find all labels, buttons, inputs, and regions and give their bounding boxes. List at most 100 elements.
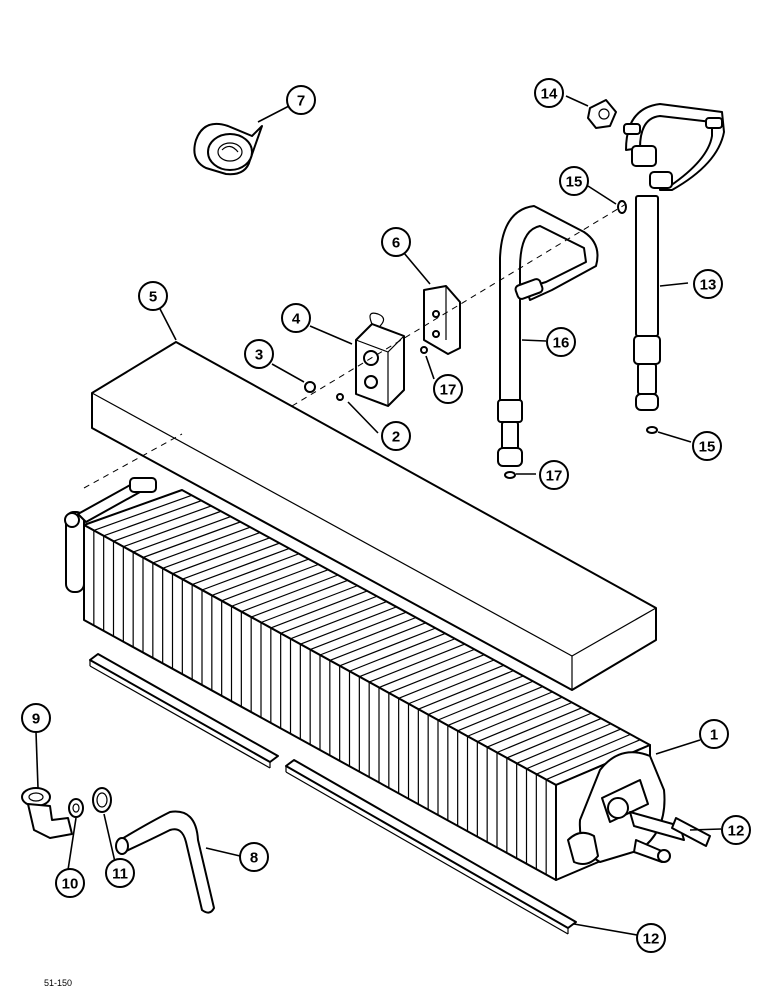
part-14-cap — [587, 99, 617, 129]
fin-top — [526, 728, 621, 770]
callout-label: 3 — [255, 347, 263, 364]
fin-top — [270, 590, 368, 629]
callout-label: 11 — [112, 866, 128, 883]
fin-top — [231, 569, 329, 607]
fin-top — [329, 622, 426, 661]
callout-label: 2 — [392, 429, 400, 446]
fin-top — [408, 664, 504, 705]
callout-c3: 3 — [244, 339, 274, 369]
callout-c15b: 15 — [692, 431, 722, 461]
fin-top — [83, 489, 183, 526]
callout-c15a: 15 — [559, 166, 589, 196]
fin-top — [516, 723, 612, 764]
part-8-drain-hose — [115, 810, 215, 914]
callout-c13: 13 — [693, 269, 723, 299]
part-6-bracket — [423, 285, 461, 355]
part-12-foam-strips — [89, 653, 711, 935]
callout-label: 16 — [553, 335, 570, 352]
callout-circle — [105, 858, 135, 888]
callout-c17a: 17 — [433, 374, 463, 404]
fin-top — [103, 500, 202, 537]
part-13-refrigerant-line — [623, 103, 725, 411]
callout-label: 10 — [62, 876, 79, 893]
fin-top — [437, 680, 534, 721]
fin-top — [496, 712, 592, 754]
fin-top — [339, 627, 436, 667]
callout-label: 14 — [541, 86, 558, 103]
callout-c9: 9 — [21, 703, 51, 733]
callout-c17b: 17 — [539, 460, 569, 490]
callout-label: 5 — [149, 289, 157, 306]
fin-top — [378, 648, 475, 689]
part-1-evaporator-core — [64, 477, 685, 881]
figure-id: 51-150 — [44, 978, 73, 988]
fin-top — [349, 632, 446, 672]
fin-top — [388, 654, 485, 694]
callout-circle — [21, 703, 51, 733]
callout-c16: 16 — [546, 327, 576, 357]
callout-c1: 1 — [699, 719, 729, 749]
fin-top — [191, 547, 290, 586]
part-9-elbow-fitting — [21, 787, 73, 839]
callout-c10: 10 — [55, 868, 85, 898]
callout-c8: 8 — [239, 842, 269, 872]
callout-c7: 7 — [286, 85, 316, 115]
fin-top — [427, 675, 524, 716]
callout-c12b: 12 — [636, 923, 666, 953]
fin-top — [447, 686, 543, 726]
callout-circle — [534, 78, 564, 108]
callout-c11: 11 — [105, 858, 135, 888]
callout-circle — [692, 431, 722, 461]
callout-circle — [636, 923, 666, 953]
leader-lines — [35, 95, 722, 936]
fin-top — [477, 701, 573, 743]
fin-top — [300, 606, 397, 645]
callout-circle — [721, 815, 751, 845]
callout-label: 12 — [643, 931, 660, 948]
fin-top — [457, 691, 553, 732]
fin-top — [211, 558, 309, 596]
fin-top — [172, 537, 270, 575]
fin-top — [201, 553, 300, 591]
callout-circle — [55, 868, 85, 898]
callout-circle — [244, 339, 274, 369]
fin-top — [260, 585, 358, 624]
callout-label: 8 — [250, 850, 258, 867]
fin-top — [93, 494, 192, 531]
fin-top — [506, 717, 602, 759]
callout-c4: 4 — [281, 303, 311, 333]
callout-circle — [559, 166, 589, 196]
callout-circle — [539, 460, 569, 490]
callout-circle — [693, 269, 723, 299]
alignment-lines — [83, 203, 627, 489]
callout-circle — [381, 421, 411, 451]
callout-c12a: 12 — [721, 815, 751, 845]
fin-top — [241, 574, 339, 613]
callout-circle — [286, 85, 316, 115]
callout-circle — [381, 227, 411, 257]
fin-top — [182, 542, 280, 580]
fin-top — [152, 526, 251, 564]
callout-label: 12 — [728, 823, 745, 840]
callout-circle — [699, 719, 729, 749]
fin-top — [290, 601, 387, 640]
callout-c5: 5 — [138, 281, 168, 311]
fin-top — [132, 515, 231, 553]
fin-top — [536, 733, 631, 775]
fin-top — [162, 531, 261, 569]
fin-top — [418, 670, 514, 710]
core-fins — [83, 489, 651, 880]
fin-top — [221, 563, 319, 602]
callout-label: 9 — [32, 711, 40, 728]
callout-circle — [433, 374, 463, 404]
fin-top — [123, 510, 222, 548]
callout-label: 15 — [699, 439, 716, 456]
fin-top — [398, 659, 495, 699]
callout-label: 7 — [297, 93, 305, 110]
callout-circle — [138, 281, 168, 311]
callout-circle — [546, 327, 576, 357]
callout-circle — [281, 303, 311, 333]
part-4-expansion-valve — [355, 312, 405, 407]
